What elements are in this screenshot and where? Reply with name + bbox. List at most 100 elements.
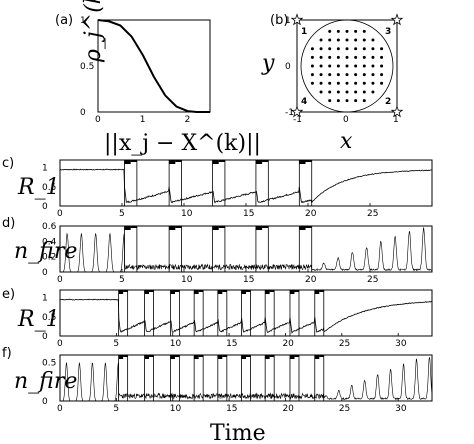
panel-f-frame: [59, 354, 433, 402]
grid-dot: [328, 55, 332, 59]
grid-dot: [345, 99, 349, 103]
grid-dot: [371, 90, 375, 94]
stim-marker: [149, 290, 154, 292]
stim-marker: [174, 290, 180, 292]
stim-marker: [289, 290, 295, 294]
grid-dot: [371, 64, 375, 68]
panel-a-ytick: 0: [80, 108, 86, 118]
panel-d-xtick: 5: [119, 275, 125, 285]
panel-label-e: e): [2, 287, 15, 302]
grid-dot: [362, 38, 366, 42]
grid-dot: [371, 47, 375, 51]
grid-dot: [328, 64, 332, 68]
stimulus-star: [290, 105, 304, 118]
stim-marker: [123, 355, 128, 357]
panel-c-xtick: 25: [367, 209, 378, 219]
grid-dot: [354, 38, 358, 42]
grid-dot: [336, 47, 340, 51]
panel-b-ylabel: y: [261, 51, 275, 76]
panel-b-ytick: 0: [285, 62, 291, 72]
grid-dot: [371, 81, 375, 85]
grid-dot: [345, 29, 349, 33]
grid-dot: [319, 38, 323, 42]
stim-marker: [149, 355, 154, 357]
stim-marker: [169, 226, 176, 230]
panel-b-xtick: -1: [293, 115, 302, 125]
stim-marker: [118, 355, 124, 359]
panel-b-ytick: 1: [285, 16, 291, 26]
panel-f-ytick: 0.5: [42, 359, 56, 369]
panel-c-ytick: 0.5: [42, 183, 56, 193]
panel-e-xtick: 0: [57, 339, 63, 349]
panel-e-xtick: 10: [170, 339, 182, 349]
stim-marker: [118, 290, 124, 294]
time-axis-label: Time: [210, 421, 266, 444]
panel-e-xtick: 15: [226, 339, 237, 349]
grid-dot: [336, 29, 340, 33]
grid-dot: [336, 38, 340, 42]
stim-marker: [217, 290, 223, 294]
stimulus-star: [390, 105, 404, 118]
grid-dot: [371, 55, 375, 59]
panel-a-xtick: 2: [185, 115, 191, 125]
grid-dot: [328, 29, 332, 33]
panel-label-f: f): [2, 346, 12, 361]
stim-marker: [255, 160, 263, 164]
panel-c-xtick: 0: [57, 209, 63, 219]
panel-d-xtick: 0: [57, 275, 63, 285]
stim-marker: [246, 355, 251, 357]
panel-f-xtick: 25: [339, 404, 350, 414]
stim-marker: [170, 355, 175, 359]
stim-marker: [299, 226, 306, 230]
panel-c-xtick: 15: [243, 209, 254, 219]
panel-f-xtick: 0: [57, 404, 63, 414]
grid-dot: [336, 99, 340, 103]
grid-dot: [362, 99, 366, 103]
grid-dot: [354, 81, 358, 85]
panel-d-xtick: 20: [305, 275, 317, 285]
stim-marker: [314, 290, 320, 294]
stim-marker: [217, 355, 223, 359]
stim-marker: [194, 290, 199, 294]
panel-f-xtick: 5: [113, 404, 119, 414]
panel-b-xlabel: x: [340, 129, 353, 154]
panel-b-circle: [300, 19, 394, 113]
panel-e-xtick: 5: [113, 339, 119, 349]
grid-dot: [319, 81, 323, 85]
grid-dot: [310, 81, 314, 85]
panel-c-ytick: 0: [42, 202, 48, 212]
stim-marker: [130, 226, 137, 228]
grid-dot: [310, 73, 314, 77]
panel-d-frame: [59, 225, 433, 273]
stim-marker: [169, 160, 176, 164]
corner-label-4: 4: [301, 97, 307, 107]
panel-c-xtick: 10: [181, 209, 193, 219]
stim-marker: [265, 355, 270, 359]
stim-marker: [144, 290, 150, 294]
panel-f-xtick: 10: [170, 404, 182, 414]
grid-dot: [362, 73, 366, 77]
panel-c-trace: [59, 168, 433, 204]
panel-f-xtick: 15: [226, 404, 237, 414]
grid-dot: [310, 47, 314, 51]
stim-marker: [222, 355, 227, 357]
grid-dot: [336, 81, 340, 85]
panel-d-ytick: 0.2: [42, 253, 56, 263]
grid-dot: [354, 73, 358, 77]
panel-f-xtick: 30: [395, 404, 407, 414]
panel-e-xtick: 30: [395, 339, 407, 349]
grid-dot: [319, 55, 323, 59]
grid-dot: [380, 55, 384, 59]
stim-marker: [262, 160, 269, 162]
grid-dot: [354, 64, 358, 68]
stim-marker: [294, 290, 299, 292]
grid-dot: [371, 38, 375, 42]
panel-b-ytick: -1: [285, 108, 294, 118]
stimulus-star: [390, 13, 404, 26]
panel-d-ytick: 0: [42, 268, 48, 278]
stim-marker: [123, 290, 128, 292]
grid-dot: [336, 73, 340, 77]
